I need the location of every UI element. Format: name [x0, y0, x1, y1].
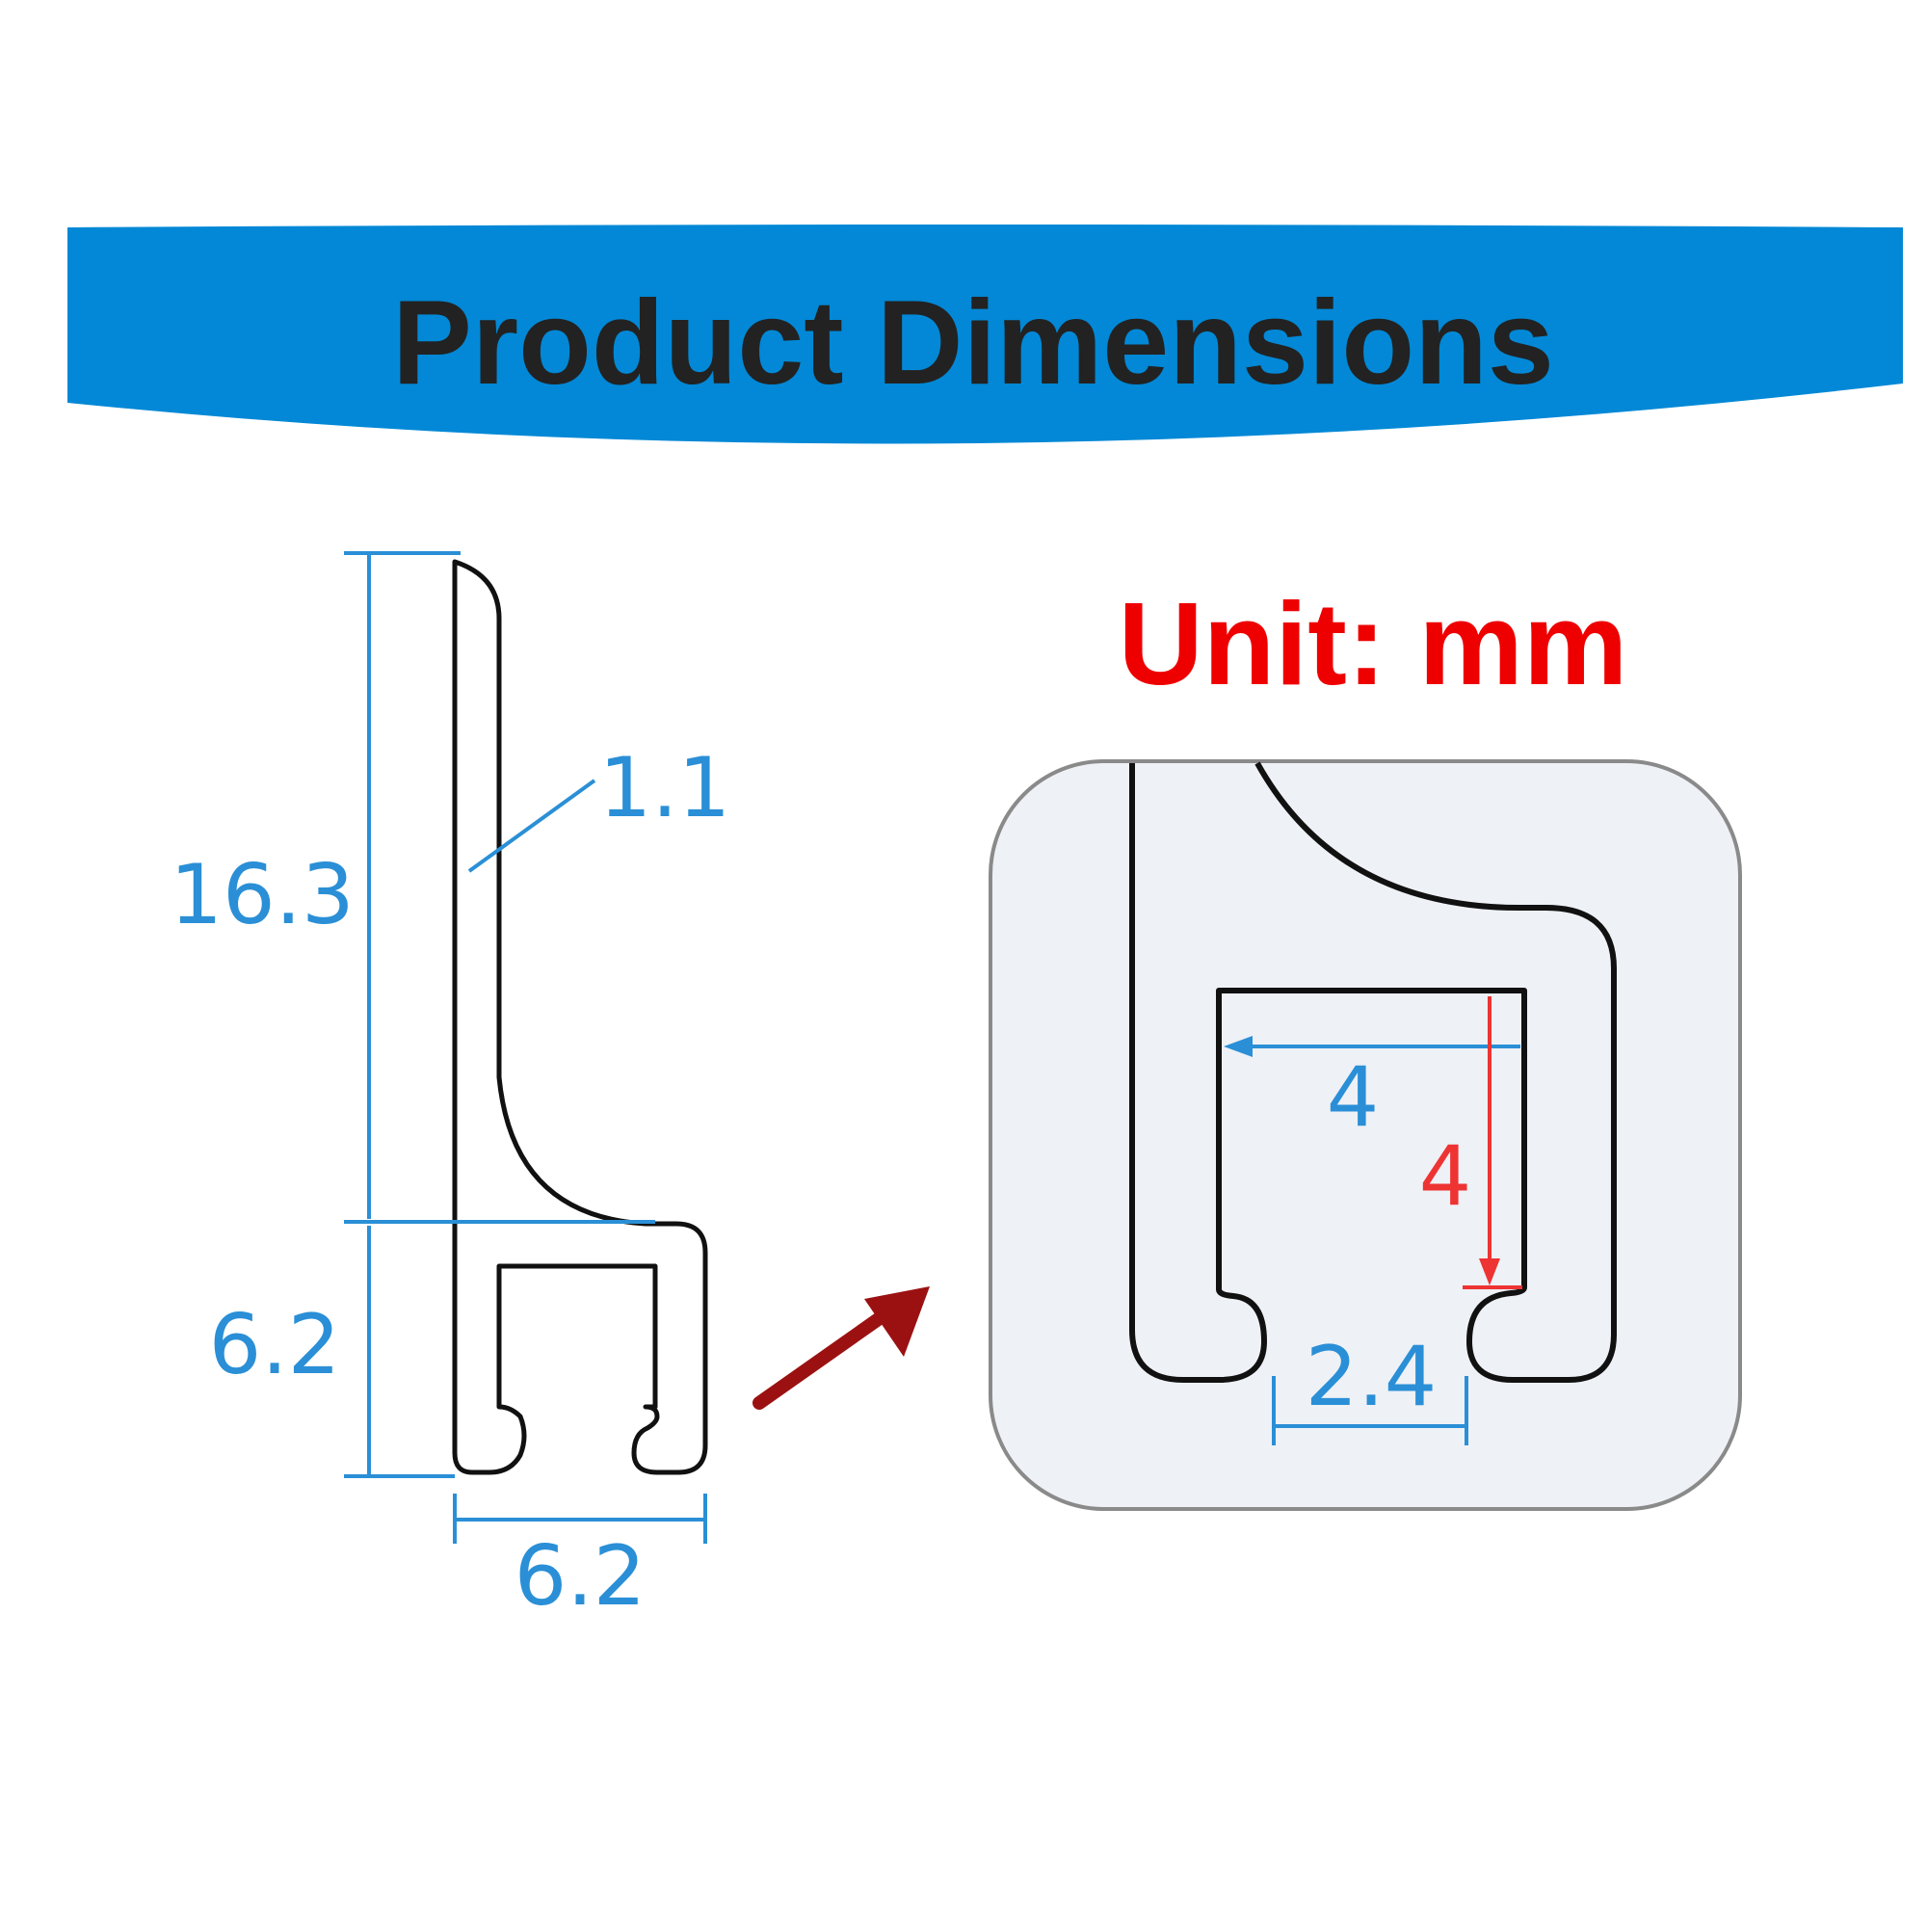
wall-thickness-label: 1.1: [599, 740, 731, 836]
profile-outline: [452, 559, 708, 1475]
detail-view: 4 4 2.4: [989, 759, 1742, 1511]
pointer-arrow: [752, 1286, 930, 1410]
profile-view: 16.3 6.2 6.2 1.1: [170, 551, 731, 1625]
unit-label: Unit: mm: [1119, 578, 1628, 709]
banner-title: Product Dimensions: [392, 277, 1554, 410]
height-upper-label: 16.3: [170, 847, 354, 943]
slot-width-label: 4: [1327, 1049, 1380, 1146]
opening-width-label: 2.4: [1306, 1329, 1438, 1425]
wall-thickness-leader: [467, 779, 596, 873]
slot-depth-arrowhead: [1479, 1258, 1500, 1285]
detail-panel: [989, 759, 1742, 1511]
width-bottom-label: 6.2: [515, 1528, 647, 1625]
detail-profile-outline: [1129, 761, 1617, 1383]
slot-depth-label: 4: [1419, 1128, 1472, 1225]
height-lower-label: 6.2: [209, 1297, 341, 1393]
slot-width-arrowhead: [1224, 1036, 1253, 1057]
title-banner: [67, 225, 1903, 444]
